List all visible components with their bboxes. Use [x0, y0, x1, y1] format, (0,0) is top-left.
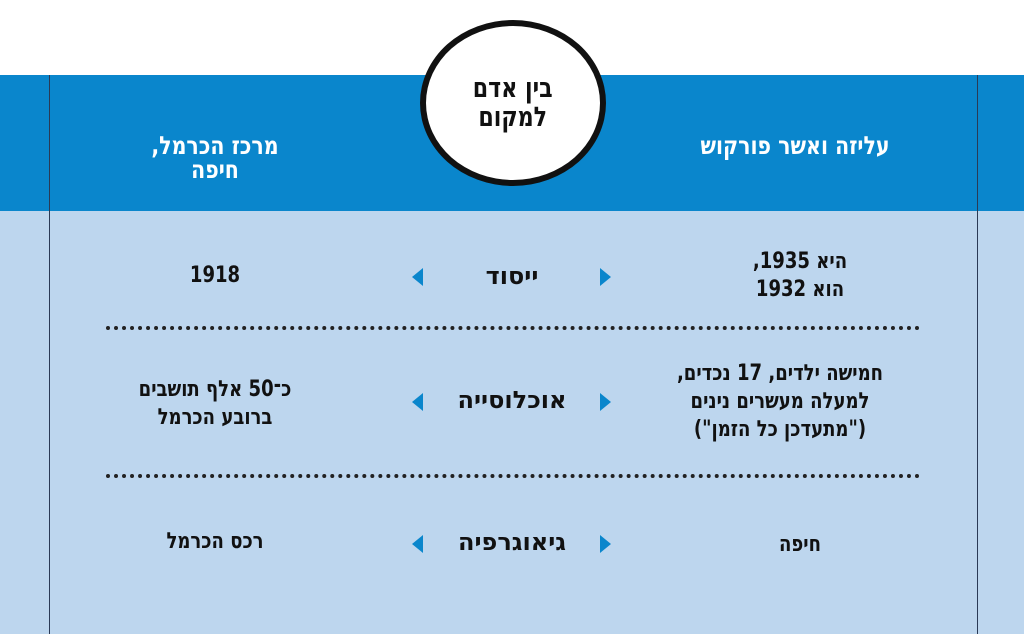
arrow-left-icon: [412, 268, 423, 286]
title-line: מרכז הכרמל,: [151, 131, 279, 160]
left-border-line: [49, 75, 50, 634]
text-line: הוא 1932: [755, 277, 845, 302]
center-title-line: למקום: [478, 102, 548, 133]
row-label: ייסוד: [485, 262, 539, 290]
right-border-line: [977, 75, 978, 634]
row-geography-right: חיפה: [779, 532, 821, 557]
row-geography-left: רכס הכרמל: [166, 529, 264, 554]
row-population-right: חמישה ילדים, 17 נכדים, למעלה מעשרים ניני…: [632, 360, 927, 444]
text-line: למעלה מעשרים נינים: [690, 389, 870, 414]
row-label: גיאוגרפיה: [457, 528, 566, 556]
arrow-right-icon: [600, 393, 611, 411]
arrow-left-icon: [412, 393, 423, 411]
text-line: ("מתעדכן כל הזמן"): [693, 417, 867, 442]
row-yesod-right: היא 1935, הוא 1932: [685, 248, 915, 304]
arrow-right-icon: [600, 535, 611, 553]
arrow-right-icon: [600, 268, 611, 286]
text-line: חמישה ילדים, 17 נכדים,: [676, 361, 884, 386]
row-population-left: כ־50 אלף תושבים ברובע הכרמל: [88, 376, 342, 432]
title-line: חיפה: [191, 155, 239, 184]
text-line: ברובע הכרמל: [157, 405, 273, 430]
right-column-title: עליזה ואשר פורקוש: [700, 131, 890, 160]
dotted-divider: [106, 326, 920, 330]
row-yesod-left: 1918: [189, 263, 241, 288]
table-body: [0, 211, 1024, 634]
arrow-left-icon: [412, 535, 423, 553]
row-label: אוכלוסייה: [457, 386, 567, 414]
text-line: כ־50 אלף תושבים: [138, 377, 292, 402]
left-column-title: מרכז הכרמל, חיפה: [104, 131, 325, 184]
dotted-divider: [106, 474, 920, 478]
text-line: היא 1935,: [752, 249, 848, 274]
center-title-line: בין אדם: [473, 73, 553, 104]
